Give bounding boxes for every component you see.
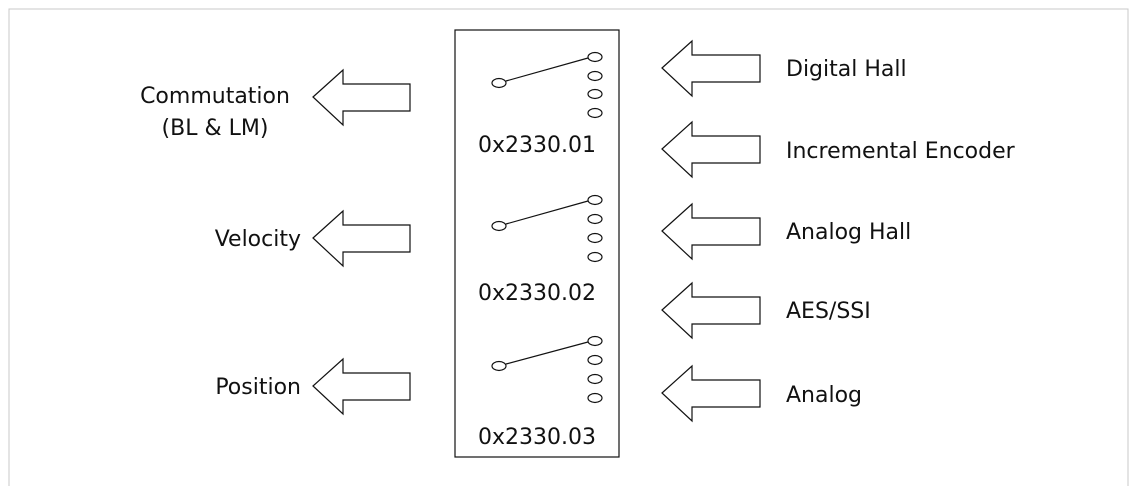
switch-contact <box>587 335 603 347</box>
input-label: Analog <box>786 383 862 408</box>
switch-pivot-contact <box>491 220 507 232</box>
input-label: Analog Hall <box>786 220 911 245</box>
input-arrow-icon <box>661 202 761 261</box>
selector-box <box>454 29 620 458</box>
switch-contact <box>587 194 603 206</box>
output-label-line-1: Commutation <box>140 84 290 109</box>
frame-border <box>8 8 1129 486</box>
switch-contact <box>587 373 603 385</box>
selector-switch-3 <box>491 335 603 404</box>
input-label: Incremental Encoder <box>786 139 1016 164</box>
output-label: Position <box>215 375 301 400</box>
input-analog-hall: Analog Hall <box>661 202 911 261</box>
input-arrow-icon <box>661 364 761 423</box>
switch-arm <box>505 200 589 225</box>
switch-contact <box>587 70 603 82</box>
switch-arm <box>505 341 589 365</box>
selector-switch-2 <box>491 194 603 263</box>
switch-contact <box>587 354 603 366</box>
input-arrow-icon <box>661 39 761 98</box>
switch-arm <box>505 57 589 82</box>
output-arrow-icon <box>312 357 411 416</box>
output-label: Velocity <box>215 227 301 252</box>
output-arrow-icon <box>312 68 411 127</box>
switch-contact <box>587 88 603 100</box>
switch-contact <box>587 107 603 119</box>
input-arrow-icon <box>661 281 761 340</box>
output-arrow-icon <box>312 209 411 268</box>
switch-pivot-contact <box>491 360 507 372</box>
output-commutation: Commutation (BL & LM) <box>140 68 411 141</box>
input-analog: Analog <box>661 364 862 423</box>
switch-contact <box>587 392 603 404</box>
output-label-line-2: (BL & LM) <box>162 116 269 141</box>
switch-contact <box>587 251 603 263</box>
selector-switch-1 <box>491 51 603 119</box>
input-arrow-icon <box>661 120 761 179</box>
input-label: Digital Hall <box>786 57 907 82</box>
switch-contact <box>587 232 603 244</box>
input-label: AES/SSI <box>786 299 871 324</box>
input-digital-hall: Digital Hall <box>661 39 907 98</box>
selector-label-2: 0x2330.02 <box>478 281 596 306</box>
input-incremental-encoder: Incremental Encoder <box>661 120 1016 179</box>
switch-pivot-contact <box>491 77 507 89</box>
input-aes-ssi: AES/SSI <box>661 281 871 340</box>
selector-label-3: 0x2330.03 <box>478 425 596 450</box>
switch-contact <box>587 213 603 225</box>
output-position: Position <box>215 357 411 416</box>
output-velocity: Velocity <box>215 209 411 268</box>
switch-contact <box>587 51 603 63</box>
selector-label-1: 0x2330.01 <box>478 133 596 158</box>
